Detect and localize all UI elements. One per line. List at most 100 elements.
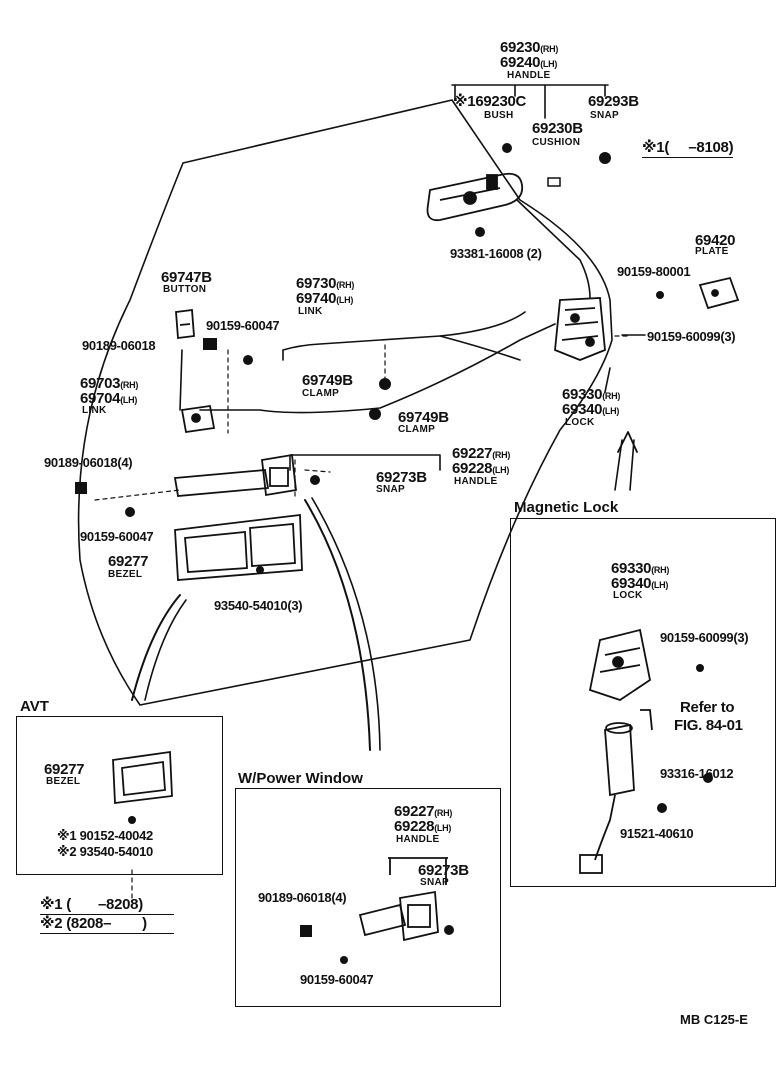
- door-lock-assembly: [554, 297, 606, 361]
- mag-screw-91521-label: 91521-40610: [620, 826, 694, 841]
- avt-bezel-drawing: [112, 750, 173, 805]
- inner-handle-part: [173, 453, 297, 497]
- pw-snap-part: [444, 925, 454, 935]
- part-number: 69330: [562, 386, 603, 403]
- part-number: 69228: [452, 460, 493, 477]
- cushion-part: [547, 177, 561, 187]
- screw-90159-60099-inset-part: [696, 664, 704, 672]
- screw-90159-60099-label: 90159-60099(3): [647, 329, 736, 344]
- inner-handle-rh: 69227(RH): [452, 446, 510, 461]
- arrow-handle: [304, 499, 371, 751]
- handle-top-name: HANDLE: [507, 70, 551, 81]
- note-open: (: [664, 139, 670, 156]
- lh-suffix: (LH): [434, 823, 452, 833]
- mag-lock-lh: 69340(LH): [611, 576, 668, 591]
- lock-main-lh: 69340(LH): [562, 402, 619, 417]
- note-close: ): [142, 915, 147, 932]
- link-upper-lh: 69740(LH): [296, 291, 353, 306]
- screw-90159-60047-a-label: 90159-60047: [206, 318, 280, 333]
- bezel-part: [174, 513, 303, 581]
- note-mark: ※1: [453, 93, 476, 110]
- lock-main-name: LOCK: [565, 417, 595, 428]
- mag-screw-90159-label: 90159-60099(3): [660, 630, 749, 645]
- screw-90159-60047-b-label: 90159-60047: [80, 529, 154, 544]
- mag-screw-93316-label: 93316-16012: [660, 766, 734, 781]
- snap-top-name: SNAP: [590, 110, 619, 121]
- pw-clip-label: 90189-06018(4): [258, 890, 347, 905]
- part-number: 69340: [611, 575, 652, 592]
- note-open: (: [66, 896, 71, 913]
- pw-snap-pn: 69273B: [418, 862, 469, 879]
- lower-link-rod: [199, 323, 556, 414]
- part-number: 69340: [562, 401, 603, 418]
- clip-part: [203, 338, 217, 350]
- inner-handle-name: HANDLE: [454, 476, 498, 487]
- vertical-link-rod: [179, 349, 183, 411]
- screw-90159-60047-b-part: [125, 507, 135, 517]
- pw-screw-label: 90159-60047: [300, 972, 374, 987]
- clip-90189-06018-label: 90189-06018: [82, 338, 156, 353]
- handle-bracket-line: [451, 84, 609, 119]
- screw-90159-80001-part: [656, 291, 664, 299]
- avt-bezel-name: BEZEL: [46, 776, 81, 787]
- clamp-b-part: [369, 408, 381, 420]
- avt-screw-part: [128, 816, 136, 824]
- arrow-bezel: [131, 594, 181, 701]
- lh-suffix: (LH): [492, 465, 510, 475]
- link-upper-rh: 69730(RH): [296, 276, 354, 291]
- refer-line-1: Refer to: [680, 699, 735, 716]
- link-lower-name: LINK: [82, 405, 107, 416]
- screw-91521-part: [657, 803, 667, 813]
- part-number: 69703: [80, 375, 121, 392]
- rh-suffix: (RH): [120, 380, 139, 390]
- screw-93381-label: 93381-16008 (2): [450, 246, 542, 261]
- snap-mid-pn: 69273B: [376, 469, 427, 486]
- note-mark: ※1: [57, 828, 77, 843]
- bezel-name: BEZEL: [108, 569, 143, 580]
- avt-screw-2: ※2 93540-54010: [57, 845, 153, 858]
- refer-line-2: FIG. 84-01: [674, 717, 743, 734]
- avt-screw-1: ※1 90152-40042: [57, 829, 153, 842]
- mag-lock-rh: 69330(RH): [611, 561, 669, 576]
- pw-screw-part: [340, 956, 348, 964]
- clamp-b-pn: 69749B: [398, 409, 449, 426]
- screw-90159-80001-label: 90159-80001: [617, 264, 691, 279]
- link-lower-lh: 69704(LH): [80, 391, 137, 406]
- rh-suffix: (RH): [651, 565, 670, 575]
- lh-suffix: (LH): [651, 580, 669, 590]
- pw-handle-rh: 69227(RH): [394, 804, 452, 819]
- plate-name: PLATE: [695, 246, 729, 257]
- note-bottom-1: ※1 ( –8208): [40, 897, 174, 915]
- avt-inset: [16, 716, 223, 875]
- cushion-name: CUSHION: [532, 137, 581, 148]
- rh-suffix: (RH): [492, 450, 511, 460]
- lh-suffix: (LH): [602, 406, 620, 416]
- note-bottom-2: ※2 (8208– ): [40, 916, 174, 934]
- door-panel-outline: [77, 99, 613, 706]
- inner-handle-lh: 69228(LH): [452, 461, 509, 476]
- bush-part: [502, 143, 512, 153]
- bush-label: ※169230C: [453, 94, 526, 109]
- clamp-b-name: CLAMP: [398, 424, 436, 435]
- note-range: –8108): [688, 139, 734, 156]
- note-mark: ※2: [57, 844, 77, 859]
- note-range: (8208–: [66, 915, 112, 932]
- snap-mid-name: SNAP: [376, 484, 405, 495]
- striker-plate: [698, 276, 740, 310]
- handle-top-lh: 69240(LH): [500, 55, 557, 70]
- diagram-code: MB C125-E: [680, 1012, 748, 1027]
- pw-handle-name: HANDLE: [396, 834, 440, 845]
- snap-mid-part: [310, 475, 320, 485]
- snap-part-top: [599, 152, 611, 164]
- screw-93540-label: 93540-54010(3): [214, 598, 303, 613]
- avt-title: AVT: [20, 698, 49, 715]
- rh-suffix: (RH): [434, 808, 453, 818]
- part-number: 69230C: [475, 93, 527, 110]
- mag-lock-name: LOCK: [613, 590, 643, 601]
- cushion-pn: 69230B: [532, 120, 583, 137]
- link-lower-rh: 69703(RH): [80, 376, 138, 391]
- part-number: 69730: [296, 275, 337, 292]
- button-name: BUTTON: [163, 284, 207, 295]
- inner-handle-bracket: [289, 454, 441, 471]
